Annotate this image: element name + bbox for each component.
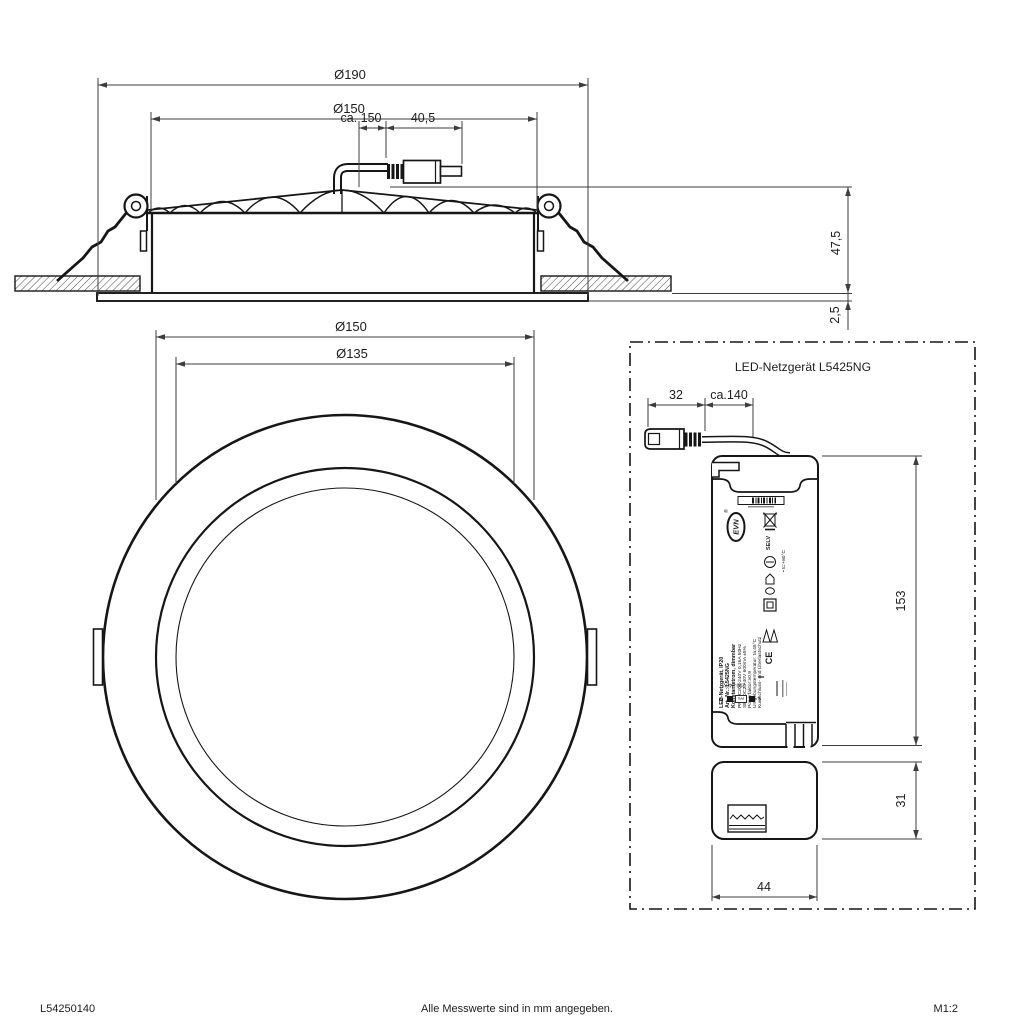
units-note: Alle Messwerte sind in mm angegeben. [421,1003,613,1015]
driver-plug [644,428,701,450]
terminal-markings: 200-240V N PRI L [719,680,787,703]
voltage-text: 200-240V [722,682,745,688]
strain-relief-slots [785,721,816,746]
footer: L54250140 Alle Messwerte sind in mm ange… [40,1003,958,1015]
driver-panel: LED-Netzgerät L5425NG 32 ca.140 [629,341,976,910]
dim-text-475: 47,5 [829,231,843,255]
dim-text-ca140: ca.140 [710,388,748,402]
dim-text-32: 32 [669,388,683,402]
label-line-4: PRI:AC200-240V 0,16A 50Hz [737,643,743,708]
evn-logo: EVN ® [723,509,746,542]
label-line-5: SEC:DC23-40V 600mA ±5% [742,645,748,708]
clip-slot-left [92,628,104,686]
luminaire-dome [147,189,538,215]
ceiling-cutout-hatch [14,275,672,292]
dim-text-153: 153 [894,591,908,612]
dimension-front-outer: Ø150 [155,319,535,500]
terminal-l: L [757,696,761,702]
article-number: L54250140 [40,1003,95,1015]
terminal-block [727,804,767,833]
dim-text-31: 31 [894,794,908,808]
class2-icon [763,598,777,612]
weee-bin-icon [763,512,777,531]
barcode [737,496,785,508]
driver-end-view [711,761,818,840]
dim-text-190: Ø190 [334,67,366,82]
dim-text-ca150: ca. 150 [340,111,381,125]
evn-logo-text: EVN [732,519,741,535]
bezel-circle [154,466,536,848]
label-line-7: Umgebungstemperatur: ta:45°C [752,638,758,708]
panel-dashed-border [629,341,976,910]
driver-label-text: LED-Netzgerät, IP20 Art.-Nr.: L5425NG Ko… [719,550,787,708]
dim-text-front-150: Ø150 [335,319,367,334]
label-line-6: Powerfaktor:≥0,9 [747,671,753,708]
selv-mark-text: SELV [766,536,772,550]
spring-clip-left [56,193,149,283]
dim-text-25: 2,5 [828,306,842,323]
connection-cable [333,163,388,194]
cable-plug [387,159,463,184]
dim-text-405: 40,5 [411,111,435,125]
registered-mark: ® [723,509,730,513]
latch-right [536,230,545,252]
dim-text-150-side: Ø150 [333,101,365,116]
dimension-driver-width: 44 [711,845,818,901]
lens-circle [175,487,515,827]
dimension-driver-plug-cable: 32 ca.140 [647,388,754,440]
terminal-pri: PRI [738,696,744,700]
dimension-driver-height: 31 [822,761,922,840]
trim-plate [96,292,589,302]
clip-slot-right [586,628,598,686]
certification-icons: SELV CE [758,512,779,678]
latch-left [139,230,148,252]
driver-cable [701,435,791,459]
dimension-front-inner: Ø135 [175,346,515,484]
transformer-circle-icon [764,556,776,568]
panel-title: LED-Netzgerät L5425NG [735,360,871,374]
warning-triangle-icons [762,628,779,643]
label-line-2: Art.-Nr.: L5425NG [725,663,731,708]
side-view-drawing: Ø190 Ø150 ca. 150 40,5 [14,67,852,330]
thermal-protect-icon [765,573,775,595]
label-line-1: LED-Netzgerät, IP20 [719,657,725,708]
label-line-3: Konstantstrom, dimmbar [731,643,737,708]
dimension-cable-plug: ca. 150 40,5 [340,111,463,187]
label-line-8: Kurzschluss- und Überlastschutz [756,636,763,708]
spring-clip-right [536,193,629,283]
terminal-n: N [719,696,723,702]
dim-text-44: 44 [757,880,771,894]
luminaire-body [150,214,536,293]
dimension-driver-length: 153 [822,455,922,746]
front-view-drawing: Ø150 Ø135 [92,319,598,901]
ce-mark-text: CE [764,652,774,665]
dimension-depth: 47,5 2,5 [390,186,852,330]
dimension-bezel-diameter: Ø150 [150,101,538,211]
dimension-outer-diameter: Ø190 [97,67,589,296]
drawing-scale: M1:2 [934,1003,958,1015]
dim-text-front-135: Ø135 [336,346,368,361]
label-tc-note: • tc:+80°C [781,550,787,572]
